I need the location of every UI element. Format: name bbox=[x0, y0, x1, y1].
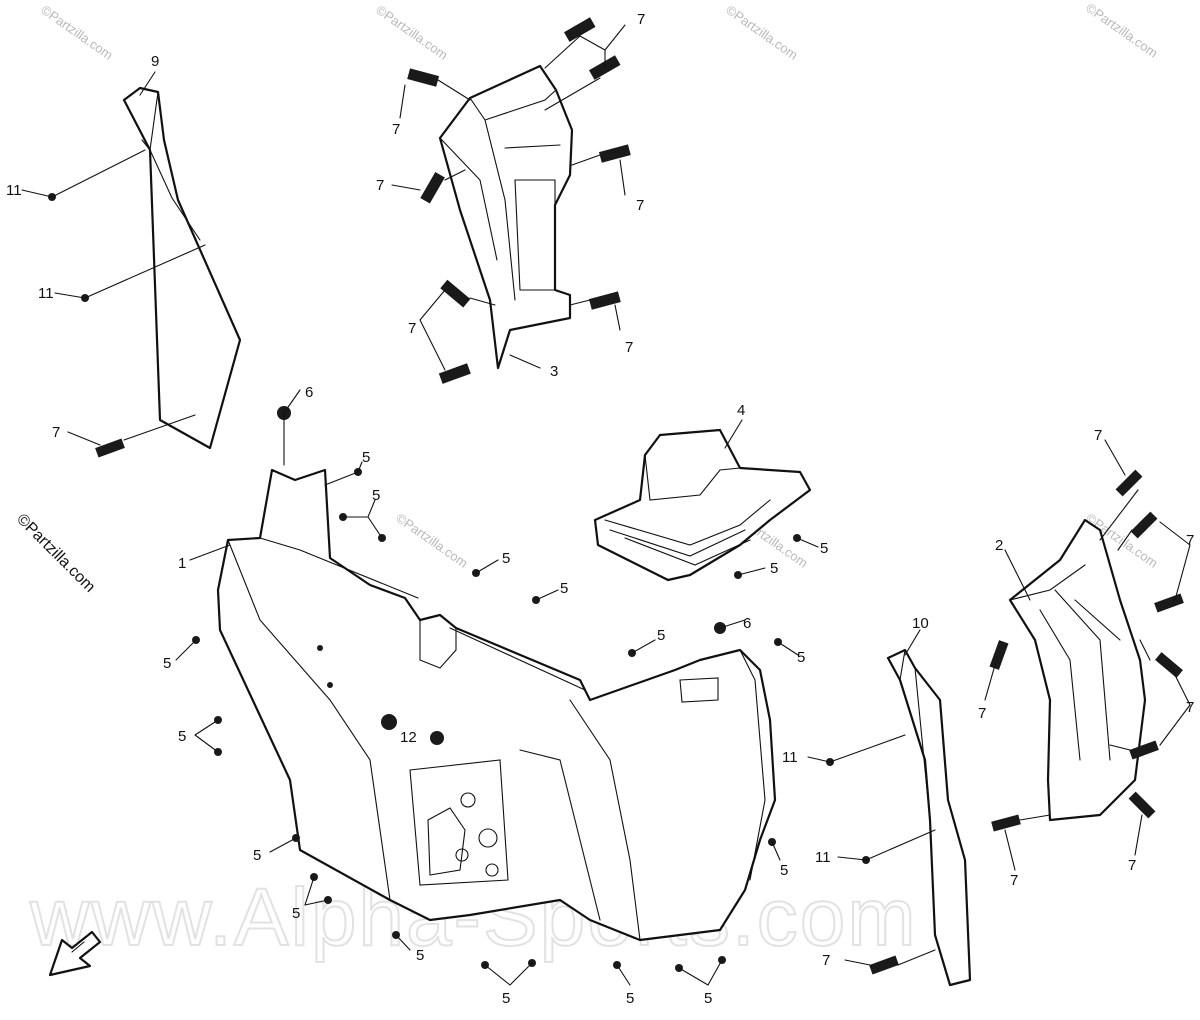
callout-5: 5 bbox=[178, 728, 186, 745]
callout-7: 7 bbox=[822, 952, 830, 969]
callout-3: 3 bbox=[550, 363, 558, 380]
callout-5: 5 bbox=[657, 627, 665, 644]
watermark-small: ©Partzilla.com bbox=[38, 2, 115, 62]
callout-2: 2 bbox=[995, 537, 1003, 554]
callout-5: 5 bbox=[502, 550, 510, 567]
part-9-left-panel bbox=[122, 86, 242, 450]
part-4-seat bbox=[593, 428, 812, 582]
callout-5: 5 bbox=[253, 847, 261, 864]
callout-labels: 9 11 11 7 7 7 7 7 7 7 3 6 4 5 5 1 5 5 5 … bbox=[6, 11, 1194, 1007]
callout-10: 10 bbox=[912, 615, 929, 632]
callout-5: 5 bbox=[416, 947, 424, 964]
watermark-small: ©Partzilla.com bbox=[1083, 0, 1160, 60]
callout-7: 7 bbox=[1094, 427, 1102, 444]
callout-11: 11 bbox=[782, 749, 798, 766]
callout-6: 6 bbox=[305, 384, 313, 401]
callout-11: 11 bbox=[815, 849, 831, 866]
part-10-right-narrow-panel bbox=[886, 648, 972, 987]
side-copyright: ©Partzilla.com bbox=[13, 511, 98, 596]
callout-12: 12 bbox=[400, 729, 417, 746]
callout-9: 9 bbox=[151, 53, 159, 70]
callout-5: 5 bbox=[560, 580, 568, 597]
callout-7: 7 bbox=[376, 177, 384, 194]
callout-7: 7 bbox=[1010, 872, 1018, 889]
callout-11: 11 bbox=[6, 182, 22, 199]
watermark-small: ©Partzilla.com bbox=[373, 2, 450, 62]
callout-4: 4 bbox=[737, 402, 745, 419]
watermark-small: ©Partzilla.com bbox=[723, 2, 800, 62]
callout-5: 5 bbox=[163, 655, 171, 672]
callout-5: 5 bbox=[626, 990, 634, 1007]
callout-5: 5 bbox=[502, 990, 510, 1007]
callout-5: 5 bbox=[820, 540, 828, 557]
callout-7: 7 bbox=[1128, 857, 1136, 874]
callout-5: 5 bbox=[770, 560, 778, 577]
front-arrow-icon bbox=[48, 930, 102, 977]
callout-5: 5 bbox=[704, 990, 712, 1007]
part-2-right-panel bbox=[1008, 518, 1147, 822]
callout-5: 5 bbox=[372, 487, 380, 504]
leader-lines bbox=[21, 24, 1191, 986]
callout-7: 7 bbox=[637, 11, 645, 28]
callout-5: 5 bbox=[362, 449, 370, 466]
callout-5: 5 bbox=[797, 649, 805, 666]
callout-7: 7 bbox=[978, 705, 986, 722]
callout-5: 5 bbox=[292, 905, 300, 922]
callout-6: 6 bbox=[743, 615, 751, 632]
part-1-floor-panel bbox=[216, 468, 777, 942]
callout-5: 5 bbox=[780, 862, 788, 879]
callout-7: 7 bbox=[408, 320, 416, 337]
hardware bbox=[48, 17, 1184, 975]
callout-7: 7 bbox=[52, 424, 60, 441]
part-3-upper-panel bbox=[438, 64, 574, 370]
callout-11: 11 bbox=[38, 285, 54, 302]
callout-1: 1 bbox=[178, 555, 186, 572]
watermark-small: ©Partzilla.com bbox=[393, 510, 470, 570]
callout-7: 7 bbox=[1186, 699, 1194, 716]
callout-7: 7 bbox=[392, 121, 400, 138]
callout-7: 7 bbox=[1186, 532, 1194, 549]
callout-7: 7 bbox=[625, 339, 633, 356]
callout-7: 7 bbox=[636, 197, 644, 214]
